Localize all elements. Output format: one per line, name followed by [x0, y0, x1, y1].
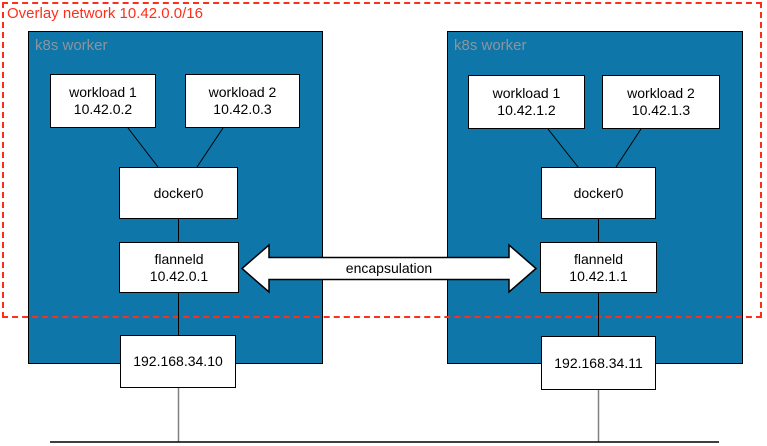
bridge-name: docker0	[573, 184, 624, 201]
bridge-name: docker0	[153, 184, 204, 201]
k8s-worker-label: k8s worker	[35, 37, 108, 54]
daemon-ip: 10.42.0.1	[149, 267, 209, 284]
node-flanneld-left: flanneld 10.42.0.1	[119, 242, 239, 293]
node-workload1-left: workload 1 10.42.0.2	[50, 74, 156, 128]
node-host-ip-right: 192.168.34.11	[541, 336, 656, 390]
k8s-worker-label: k8s worker	[454, 37, 527, 54]
node-host-ip-left: 192.168.34.10	[120, 335, 236, 388]
host-ip: 192.168.34.10	[133, 353, 223, 369]
workload-ip: 10.42.0.3	[213, 101, 272, 117]
daemon-name: flanneld	[154, 250, 204, 267]
node-docker0-left: docker0	[119, 167, 238, 219]
workload-name: workload 1	[492, 85, 561, 101]
overlay-network-label: Overlay network 10.42.0.0/16	[7, 5, 203, 22]
workload-name: workload 2	[627, 85, 695, 101]
node-flanneld-right: flanneld 10.42.1.1	[540, 242, 657, 293]
encapsulation-label: encapsulation	[345, 260, 433, 276]
workload-name: workload 2	[208, 84, 277, 100]
overlay-network-boundary	[2, 2, 762, 318]
node-workload2-left: workload 2 10.42.0.3	[185, 74, 300, 128]
workload-name: workload 1	[69, 84, 137, 100]
workload-ip: 10.42.1.2	[497, 102, 556, 118]
node-docker0-right: docker0	[541, 167, 656, 219]
node-workload1-right: workload 1 10.42.1.2	[468, 75, 585, 129]
host-ip: 192.168.34.11	[554, 354, 643, 371]
workload-ip: 10.42.1.3	[631, 102, 691, 118]
node-workload2-right: workload 2 10.42.1.3	[602, 75, 720, 129]
daemon-name: flanneld	[573, 250, 624, 267]
workload-ip: 10.42.0.2	[73, 101, 133, 117]
daemon-ip: 10.42.1.1	[569, 267, 628, 284]
